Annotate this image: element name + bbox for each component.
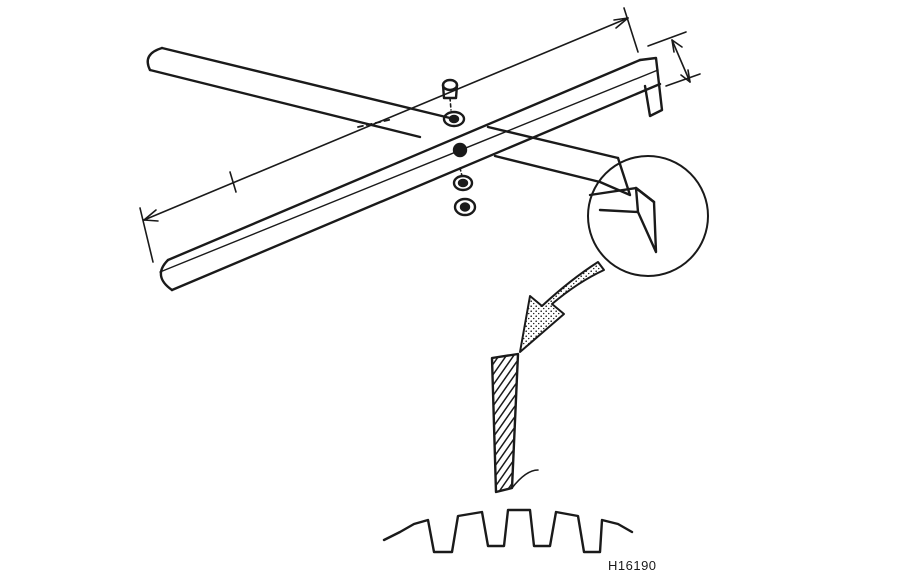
lower-washer <box>452 174 474 192</box>
rear-bar <box>146 46 632 197</box>
upper-washer <box>442 110 466 128</box>
length-dimension <box>139 7 639 263</box>
figure-reference-code: H16190 <box>608 558 657 573</box>
pivot-hole <box>452 142 468 158</box>
blade-cross-section <box>490 352 539 494</box>
width-dimension <box>647 31 701 87</box>
magnifier-circle-icon <box>587 155 709 277</box>
bolt-head <box>441 78 459 111</box>
gear-teeth-profile <box>382 508 634 554</box>
pivot-bolt-assembly <box>441 78 477 217</box>
front-bar <box>159 56 664 292</box>
nut <box>453 197 477 217</box>
curved-arrow-icon <box>519 261 605 353</box>
